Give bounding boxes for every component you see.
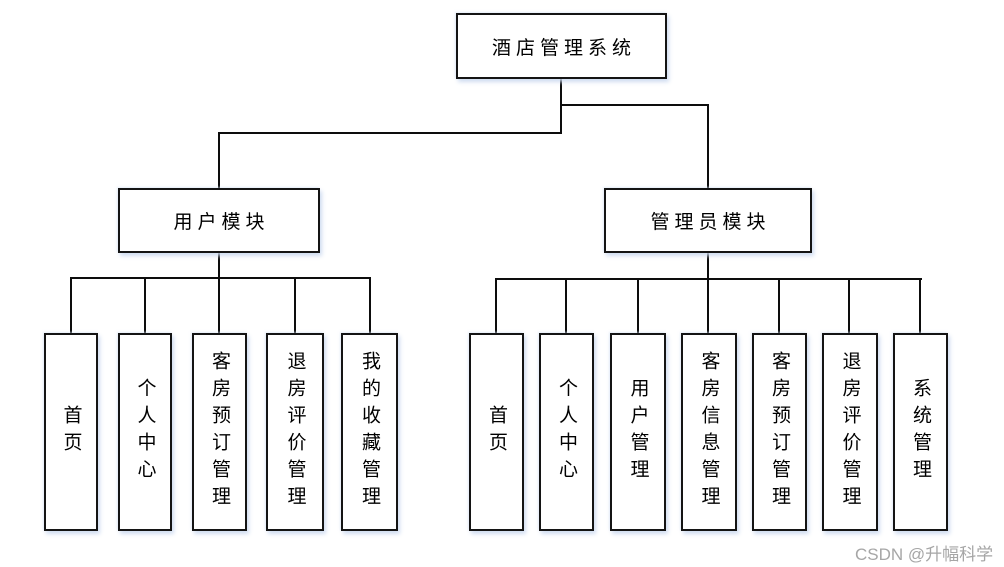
csdn-watermark: CSDN @升幅科学 — [855, 545, 994, 564]
connector-admin-stub — [495, 278, 497, 334]
node-label: 首页 — [486, 405, 507, 459]
node-label: 酒店管理系统 — [491, 37, 636, 59]
node-hotel-management-system: 酒店管理系统 — [456, 13, 667, 79]
node-user-room-booking-management: 客房预订管理 — [192, 333, 247, 531]
connector-user-stub — [369, 277, 371, 334]
node-label: 个人中心 — [556, 378, 577, 486]
connector-user-module-drop-in — [218, 132, 220, 189]
node-admin-home: 首页 — [469, 333, 524, 531]
node-admin-room-info-management: 客房信息管理 — [681, 333, 737, 531]
node-admin-room-booking-management: 客房预订管理 — [752, 333, 807, 531]
node-label: 系统管理 — [910, 378, 931, 486]
connector-admin-module-drop-out — [707, 253, 709, 280]
node-label: 用户管理 — [627, 378, 649, 486]
connector-admin-stub — [919, 278, 921, 334]
node-label: 我的收藏管理 — [359, 351, 380, 513]
node-admin-personal-center: 个人中心 — [539, 333, 594, 531]
node-admin-checkout-review-management: 退房评价管理 — [822, 333, 878, 531]
connector-user-stub — [70, 277, 72, 334]
node-label: 客房预订管理 — [769, 351, 790, 513]
connector-admin-stub — [848, 278, 850, 334]
node-label: 客房信息管理 — [698, 351, 720, 513]
connector-admin-stub — [637, 278, 639, 334]
node-label: 退房评价管理 — [284, 351, 306, 513]
connector-admin-stub — [707, 278, 709, 334]
connector-admin-module-drop-in — [707, 104, 709, 189]
connector-user-stub — [218, 277, 220, 334]
node-label: 客房预订管理 — [209, 351, 230, 513]
connector-user-module-drop-out — [218, 253, 220, 279]
connector-admin-stub — [778, 278, 780, 334]
node-admin-module: 管理员模块 — [604, 188, 812, 253]
node-user-personal-center: 个人中心 — [118, 333, 172, 531]
node-user-module: 用户模块 — [118, 188, 320, 253]
node-label: 首页 — [60, 405, 82, 459]
node-admin-user-management: 用户管理 — [610, 333, 666, 531]
node-user-checkout-review-management: 退房评价管理 — [266, 333, 324, 531]
node-admin-system-management: 系统管理 — [893, 333, 948, 531]
node-label: 退房评价管理 — [839, 351, 861, 513]
connector-right-branch-horizontal — [560, 104, 709, 106]
connector-user-bus — [70, 277, 371, 279]
node-label: 个人中心 — [134, 378, 156, 486]
connector-left-branch-horizontal — [218, 132, 562, 134]
node-label: 管理员模块 — [650, 212, 771, 233]
node-user-favorites-management: 我的收藏管理 — [341, 333, 398, 531]
connector-admin-stub — [565, 278, 567, 334]
connector-user-stub — [294, 277, 296, 334]
connector-root-drop — [560, 78, 562, 134]
connector-user-stub — [144, 277, 146, 334]
node-user-home: 首页 — [44, 333, 98, 531]
node-label: 用户模块 — [173, 212, 270, 233]
